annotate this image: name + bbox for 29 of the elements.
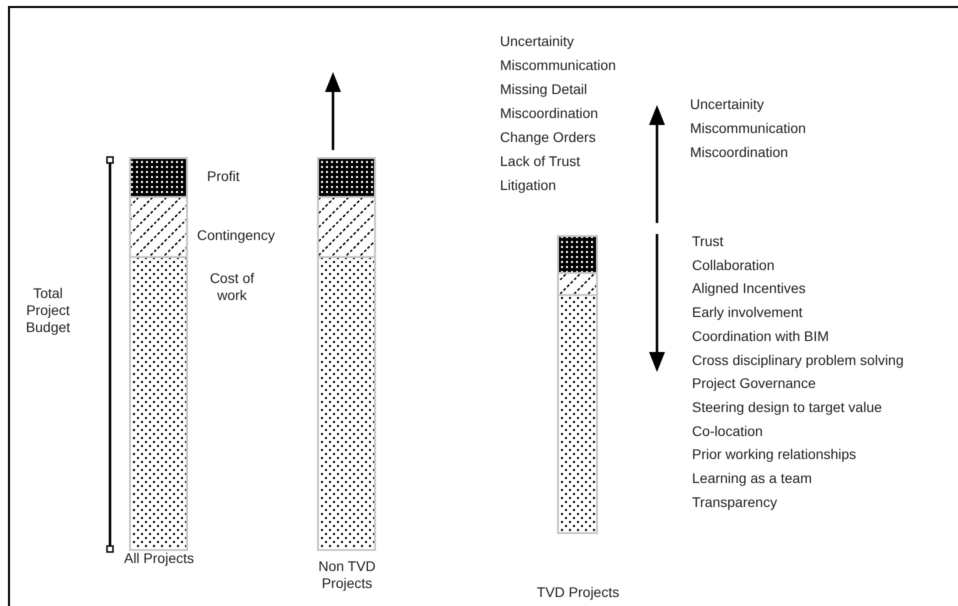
factor-text: Prior working relationships: [692, 446, 856, 464]
factor-text: Change Orders: [500, 129, 596, 146]
factor-text: Miscommunication: [690, 120, 806, 137]
bar-label: TVD Projects: [536, 584, 620, 601]
factor-text: Learning as a team: [692, 470, 812, 487]
factor-text: Cross disciplinary problem solving: [692, 352, 904, 368]
factor-text: Uncertainity: [690, 96, 764, 113]
segment-label: Profit: [207, 168, 240, 185]
factor-text: Project Governance: [692, 375, 816, 392]
factor-text: Missing Detail: [500, 81, 588, 98]
factor-text: Trust: [692, 233, 724, 250]
axis-label: Total Project Budget: [24, 285, 72, 336]
factor-text: Miscoordination: [690, 144, 788, 161]
bar-label: Non TVD Projects: [317, 558, 377, 592]
segment-label: Cost of work: [208, 270, 256, 304]
factor-text: Miscommunication: [500, 57, 616, 74]
factor-text: Miscoordination: [500, 105, 598, 122]
factor-text: Transparency: [692, 494, 778, 511]
bar-label: All Projects: [122, 550, 196, 567]
factor-text: Collaboration: [692, 256, 774, 274]
factor-text: Lack of Trust: [500, 153, 580, 170]
factor-text: Aligned Incentives: [692, 280, 806, 298]
factor-text: Litigation: [500, 177, 556, 194]
segment-label: Contingency: [197, 227, 275, 244]
factor-text: Early involvement: [692, 304, 802, 322]
factor-text: Uncertainity: [500, 33, 574, 50]
factor-text: Coordination with BIM: [692, 328, 829, 345]
factor-text: Steering design to target value: [692, 398, 882, 416]
factor-text: Co-location: [692, 422, 763, 440]
